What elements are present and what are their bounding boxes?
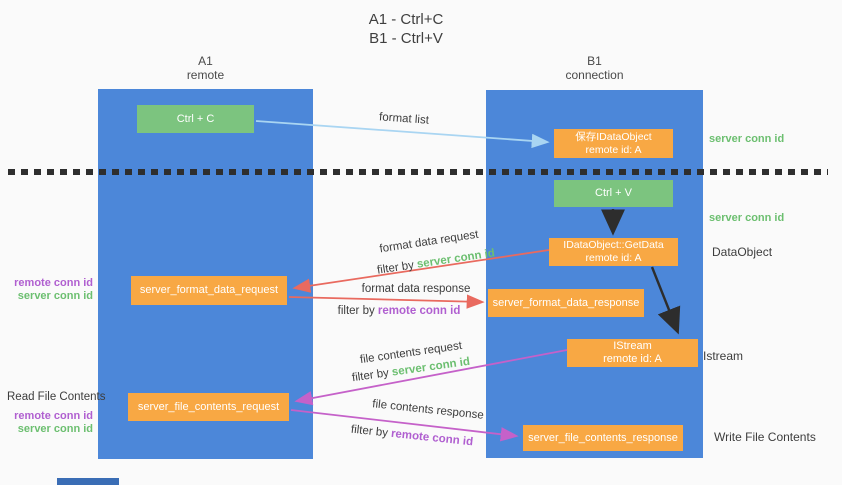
- idataobject-getdata-box: IDataObject::GetData remote id: A: [549, 238, 678, 266]
- getdata-line2: remote id: A: [585, 252, 642, 264]
- write-file-contents-label: Write File Contents: [714, 430, 816, 444]
- remote-conn-id-text: remote conn id: [377, 305, 461, 317]
- istream-line1: IStream: [613, 340, 652, 352]
- format-data-response-label: format data response: [361, 283, 471, 295]
- diagram-title: A1 - Ctrl+C B1 - Ctrl+V: [306, 10, 506, 48]
- title-line-1: A1 - Ctrl+C: [368, 11, 444, 28]
- server-conn-id-label: server conn id: [17, 290, 93, 302]
- dataobject-label: DataObject: [712, 245, 773, 259]
- column-a1-header: A1 remote: [98, 54, 313, 82]
- dotted-divider-line: [8, 169, 828, 175]
- file-response-label: server_file_contents_response: [528, 431, 678, 444]
- filter-by-remote-conn-label: filter by remote conn id: [350, 424, 473, 449]
- file-conn-id-labels: remote conn id server conn id: [8, 410, 93, 436]
- column-a1-id: A1: [198, 54, 213, 68]
- title-line-2: B1 - Ctrl+V: [369, 30, 443, 47]
- istream-line2: remote id: A: [603, 353, 662, 365]
- server-format-data-request-box: server_format_data_request: [131, 276, 287, 305]
- ctrl-v-box: Ctrl + V: [554, 180, 673, 207]
- remote-conn-id-label: remote conn id: [14, 277, 93, 289]
- remote-conn-id-label: remote conn id: [14, 410, 93, 422]
- server-conn-id-text: server conn id: [416, 247, 496, 271]
- server-conn-id-label: server conn id: [17, 423, 93, 435]
- ctrl-v-label: Ctrl + V: [595, 187, 632, 199]
- save-dataobject-line1: 保存IDataObject: [575, 130, 652, 143]
- server-conn-id-label-mid: server conn id: [709, 212, 785, 224]
- format-list-label: format list: [378, 111, 430, 127]
- getdata-line1: IDataObject::GetData: [563, 239, 664, 251]
- save-dataobject-box: 保存IDataObject remote id: A: [554, 129, 673, 158]
- server-format-data-response-box: server_format_data_response: [488, 289, 644, 317]
- filter-by-text: filter by: [350, 423, 392, 440]
- window-edge-fragment: [57, 478, 119, 485]
- ctrl-c-label: Ctrl + C: [176, 112, 215, 125]
- format-response-label: server_format_data_response: [492, 296, 640, 309]
- filter-by-text: filter by: [376, 258, 418, 277]
- column-b1-role: connection: [565, 68, 624, 82]
- server-file-contents-request-box: server_file_contents_request: [128, 393, 289, 421]
- remote-conn-id-text: remote conn id: [390, 427, 474, 449]
- filter-by-remote-conn-label: filter by remote conn id: [338, 305, 461, 317]
- column-b1-header: B1 connection: [486, 54, 703, 82]
- filter-by-text: filter by: [337, 305, 378, 317]
- server-conn-id-label-top: server conn id: [709, 133, 785, 145]
- read-file-contents-label: Read File Contents: [7, 391, 106, 403]
- column-a1-role: remote: [186, 68, 225, 82]
- ctrl-c-box: Ctrl + C: [137, 105, 254, 133]
- istream-box: IStream remote id: A: [567, 339, 698, 367]
- column-b1-id: B1: [587, 54, 602, 68]
- server-file-contents-response-box: server_file_contents_response: [523, 425, 683, 451]
- format-conn-id-labels: remote conn id server conn id: [8, 277, 93, 303]
- format-request-label: server_format_data_request: [139, 284, 279, 296]
- file-request-label: server_file_contents_request: [137, 400, 280, 413]
- istream-label: Istream: [703, 349, 744, 363]
- filter-by-text: filter by: [351, 366, 393, 385]
- format-data-response-arrow: [288, 294, 485, 309]
- save-dataobject-line2: remote id: A: [585, 143, 642, 156]
- file-contents-response-label: file contents response: [371, 398, 485, 422]
